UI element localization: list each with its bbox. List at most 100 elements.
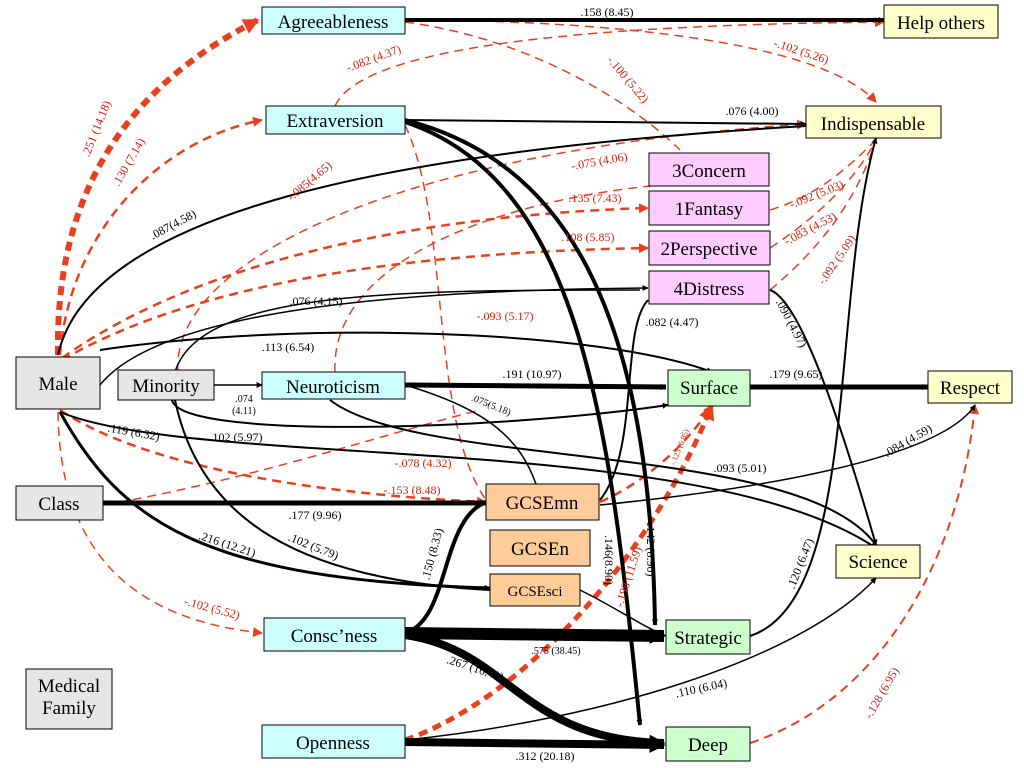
svg-text:Extraversion: Extraversion xyxy=(286,111,384,132)
node-deep: Deep xyxy=(665,726,751,762)
svg-text:Science: Science xyxy=(848,552,907,573)
label-strategic-indisp: .120 (6.47) xyxy=(784,536,817,590)
svg-text:1Fantasy: 1Fantasy xyxy=(675,199,744,220)
label-class-gcsemn: -.153 (8.48) xyxy=(384,483,441,497)
svg-text:Indispensable: Indispensable xyxy=(821,114,925,135)
label-surface-respect: .179 (9.65) xyxy=(770,367,823,381)
label-minority-science: .102 (5.97) xyxy=(210,430,263,444)
path-male-indispensable xyxy=(57,125,807,356)
svg-text:Respect: Respect xyxy=(940,378,1001,399)
label-class-gcsemn2: .177 (9.96) xyxy=(289,508,342,522)
svg-text:Strategic: Strategic xyxy=(674,628,742,649)
label-neuro-indisp: -.085(4.65) xyxy=(284,158,334,203)
label-extra-strategic: .142 (8.90) xyxy=(644,524,658,577)
label-extra-male: .130 (7.14) xyxy=(109,136,148,189)
path-distress-indisp xyxy=(769,139,877,291)
label-neuro-surface: .191 (10.97) xyxy=(503,367,562,381)
node-minority: Minority xyxy=(117,369,215,401)
path-persp-indisp xyxy=(769,139,877,249)
path-extra-strategic xyxy=(404,118,658,626)
path-gcsemn-surface xyxy=(599,404,714,504)
path-gcsemn-respect xyxy=(599,404,976,506)
path-fantasy-indisp xyxy=(769,139,877,211)
svg-text:2Perspective: 2Perspective xyxy=(660,239,757,260)
label-science-surface: .093 (5.01) xyxy=(714,461,767,475)
path-male-surface xyxy=(99,331,713,373)
path-extra-deep xyxy=(404,120,643,726)
svg-text:Surface: Surface xyxy=(680,378,738,399)
path-male-extraversion xyxy=(58,116,263,356)
label-neuro-gcsemn: -.093 (5.17) xyxy=(477,309,534,323)
path-gcsemn-distress xyxy=(599,299,649,501)
label-neuro-persp: -.075 (4.06) xyxy=(570,149,629,173)
path-male-agreeableness xyxy=(54,17,260,356)
path-minority-surface xyxy=(171,399,669,428)
path-minority-distress xyxy=(174,289,641,373)
label-minority-neuro: .074 xyxy=(235,394,253,405)
label-minority-neuro-t: (4.11) xyxy=(232,406,256,417)
path-consc-gcsemn xyxy=(404,500,487,635)
label-gcsemn-distress: .082 (4.47) xyxy=(646,315,699,329)
negative-or-dashed-paths xyxy=(54,17,980,744)
label-extra-indisp: .076 (4.00) xyxy=(726,104,779,118)
path-male-perspective xyxy=(61,243,649,362)
label-deep-respect: -.128 (6.95) xyxy=(861,665,902,721)
path-class-gcsemn-red xyxy=(102,409,481,506)
path-distress-science xyxy=(769,289,878,546)
label-male-gcsesci: .216 (12.21) xyxy=(197,528,257,560)
svg-text:GCSEn: GCSEn xyxy=(511,539,570,560)
label-male-gcsemn: -.078 (4.32) xyxy=(395,456,452,470)
svg-text:Minority: Minority xyxy=(132,376,200,397)
svg-text:Openness: Openness xyxy=(296,733,370,754)
path-agree-concern xyxy=(404,21,681,151)
svg-text:GCSEsci: GCSEsci xyxy=(507,584,562,600)
node-extraversion: Extraversion xyxy=(265,105,406,135)
svg-text:Agreeableness: Agreeableness xyxy=(278,12,389,33)
node-surface: Surface xyxy=(667,369,751,407)
label-open-deep: .312 (20.18) xyxy=(516,749,575,763)
label-persp-indisp: -.083 (4.53) xyxy=(782,209,839,248)
path-openness-deep xyxy=(404,736,666,753)
node-help-others: Help others xyxy=(883,4,999,39)
path-minority-gcsesci xyxy=(174,399,491,591)
label-agree-concern: -.100 (5.22) xyxy=(604,53,651,106)
label-fantasy-indisp: -.092 (5.03) xyxy=(787,177,845,211)
node-neuroticism: Neuroticism xyxy=(261,371,406,400)
label-agree-help: .158 (8.45) xyxy=(581,5,634,19)
node-respect: Respect xyxy=(927,370,1013,404)
path-extra-gcsemn xyxy=(404,124,487,501)
node-class: Class xyxy=(15,485,104,521)
svg-text:Help others: Help others xyxy=(897,13,985,34)
label-distress-science: .090 (4.97) xyxy=(773,296,810,349)
path-neuro-indispensable xyxy=(177,119,807,373)
label-male-distress: .076 (4.15) xyxy=(290,294,343,308)
node-openness: Openness xyxy=(261,724,406,759)
node-gcsesci: GCSEsci xyxy=(489,573,581,607)
path-male-gcsemn xyxy=(59,408,487,507)
path-extra-indispensable xyxy=(404,119,807,127)
label-agree-indisp: -.102 (5.26) xyxy=(772,36,831,67)
node-3concern: 3Concern xyxy=(648,152,770,187)
node-strategic: Strategic xyxy=(665,619,751,655)
label-male-consc: -.102 (5.52) xyxy=(183,594,242,622)
path-neuro-perspective xyxy=(334,184,661,373)
node-gcseen: GCSEn xyxy=(489,529,591,567)
label-extra-help: -.082 (4.37) xyxy=(344,42,402,75)
svg-text:4Distress: 4Distress xyxy=(674,279,745,300)
path-extra-help xyxy=(334,17,885,107)
svg-text:Male: Male xyxy=(38,374,77,395)
svg-text:Class: Class xyxy=(38,494,79,515)
label-extra-deep: .146(8.90) xyxy=(602,535,616,585)
label-consc-strategic: .575 (38.45) xyxy=(531,646,580,657)
svg-text:GCSEmn: GCSEmn xyxy=(506,493,579,514)
node-2perspective: 2Perspective xyxy=(648,230,771,266)
path-consc-deep xyxy=(404,631,666,751)
node-4distress: 4Distress xyxy=(648,270,770,305)
path-male-consc xyxy=(57,411,263,638)
svg-text:Neuroticism: Neuroticism xyxy=(286,377,380,398)
svg-text:Deep: Deep xyxy=(688,735,728,756)
path-strategic-indispensable xyxy=(749,137,878,637)
